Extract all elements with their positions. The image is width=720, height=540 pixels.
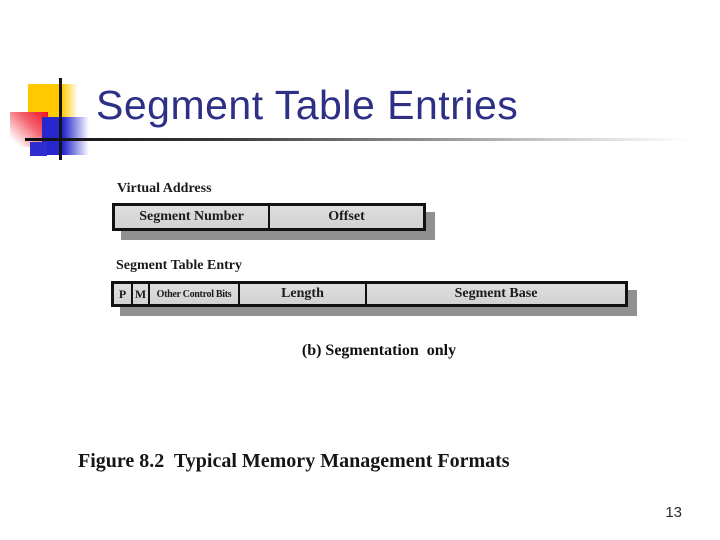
deco-blue-square xyxy=(42,117,89,155)
virtual-address-box: Segment Number Offset xyxy=(112,203,426,231)
segment-table-entry-box: P M Other Control Bits Length Segment Ba… xyxy=(111,281,628,307)
figure-sub-caption: (b) Segmentation only xyxy=(301,342,457,359)
cell-other-control-bits: Other Control Bits xyxy=(150,284,240,304)
cell-segment-base: Segment Base xyxy=(367,284,625,304)
deco-red-square xyxy=(10,112,48,147)
deco-vertical-line xyxy=(59,78,62,160)
segment-table-entry-label: Segment Table Entry xyxy=(116,258,243,273)
title-decoration xyxy=(0,0,690,180)
virtual-address-label: Virtual Address xyxy=(117,181,212,196)
cell-segment-number: Segment Number xyxy=(115,206,270,228)
title-underline-rule xyxy=(25,138,690,141)
cell-p-bit: P xyxy=(114,284,133,304)
cell-m-bit: M xyxy=(133,284,150,304)
deco-blue-square-small xyxy=(30,142,47,156)
slide-title: Segment Table Entries xyxy=(96,82,519,128)
cell-length: Length xyxy=(240,284,367,304)
cell-offset: Offset xyxy=(270,206,423,228)
page-number: 13 xyxy=(665,504,682,521)
figure-caption: Figure 8.2 Typical Memory Management For… xyxy=(78,450,510,472)
